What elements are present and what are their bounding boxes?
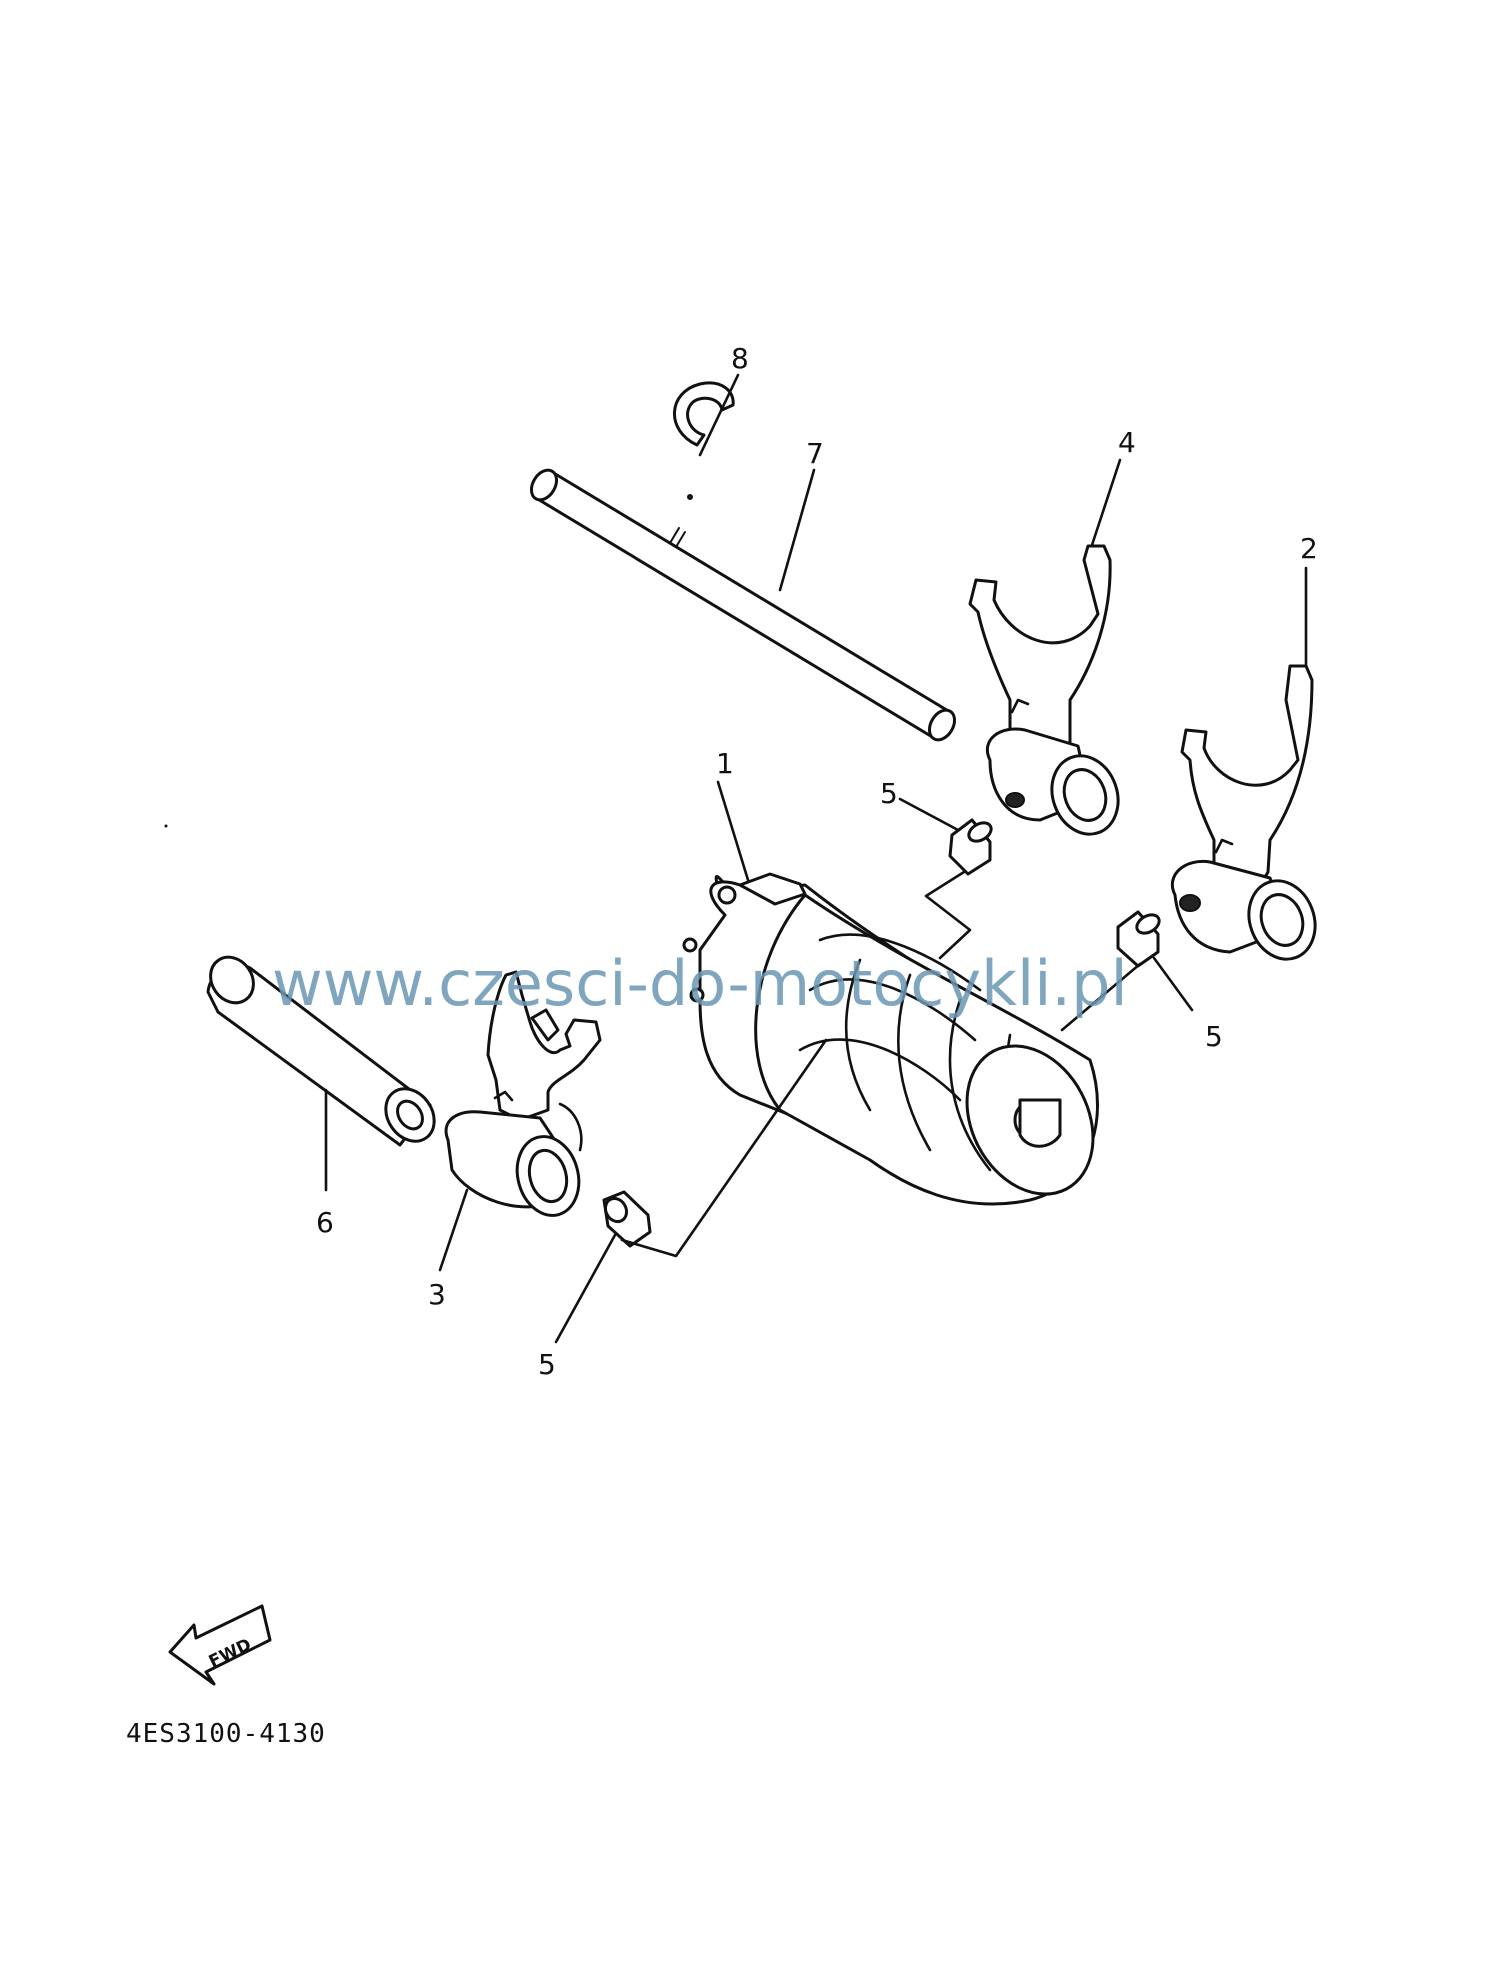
leader-lines [324,373,1308,1344]
callout-5-right: 5 [1205,1020,1223,1053]
guide-pin-lower [602,1190,652,1248]
diagram-part-code: 4ES3100-4130 [126,1719,326,1749]
callout-8: 8 [731,342,749,375]
callout-labels: 1 2 3 4 5 5 5 6 7 8 [316,342,1318,1381]
shift-drum [682,872,1099,1206]
callout-3: 3 [428,1278,446,1311]
shift-fork-upper [968,544,1120,836]
guide-pin-upper [948,818,993,876]
callout-5-lower: 5 [538,1348,556,1381]
callout-2: 2 [1300,532,1318,565]
guide-pin-right [1116,910,1161,968]
long-shift-rod [529,468,957,742]
shift-fork-right [1171,664,1317,961]
callout-7: 7 [806,437,824,470]
callout-5-upper: 5 [880,777,898,810]
callout-1: 1 [716,747,734,780]
callout-4: 4 [1118,426,1136,459]
short-shift-rod [206,955,436,1147]
shift-fork-left [444,970,602,1217]
circlip [672,381,735,500]
forward-direction-arrow: FWD [168,1604,272,1686]
watermark-text: www.czesci-do-motocykli.pl [272,947,1128,1020]
speck [164,824,168,828]
callout-6: 6 [316,1206,334,1239]
